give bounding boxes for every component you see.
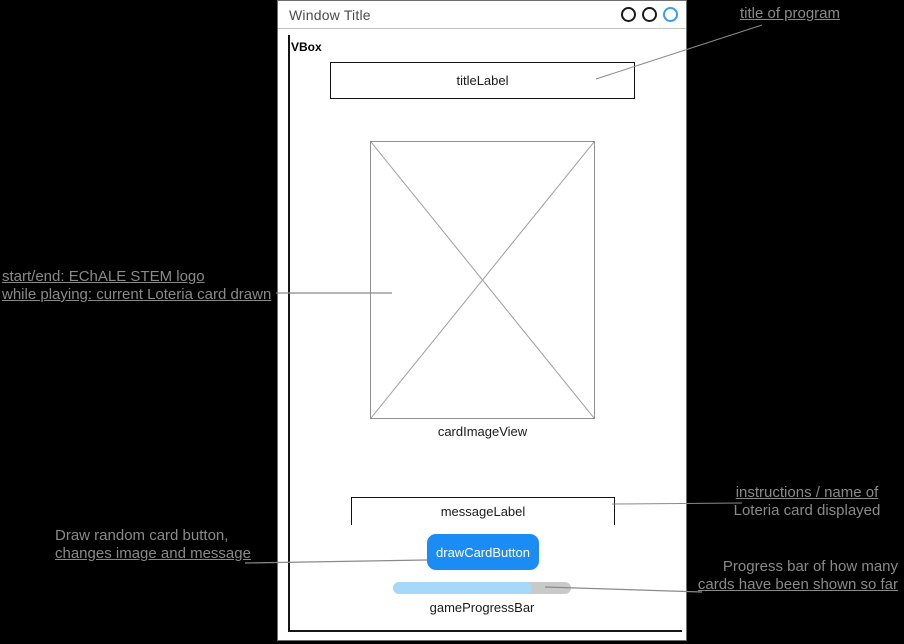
window-control-circle-icon[interactable] xyxy=(642,7,657,22)
title-label-text: titleLabel xyxy=(456,73,509,88)
game-progress-bar xyxy=(393,582,571,594)
message-label-text: messageLabel xyxy=(440,504,526,519)
annotation-image-note: start/end: EChALE STEM logo while playin… xyxy=(2,268,271,304)
annotation-text: instructions / name of xyxy=(735,484,879,501)
annotation-text: Loteria card displayed xyxy=(733,502,881,519)
annotation-text: while playing: current Loteria card draw… xyxy=(2,286,272,303)
title-bar: Window Title xyxy=(278,1,686,29)
app-window: Window Title VBox titleLabel cardImageVi… xyxy=(277,0,687,641)
draw-card-button-label: drawCardButton xyxy=(436,544,530,560)
card-image-view-label: cardImageView xyxy=(437,424,528,439)
annotation-message-note: instructions / name of Loteria card disp… xyxy=(717,484,897,520)
vbox-left-border xyxy=(288,35,290,631)
annotation-text: Draw random card button, xyxy=(55,527,229,544)
game-progress-bar-label: gameProgressBar xyxy=(429,600,535,615)
annotation-progress-note: Progress bar of how many cards have been… xyxy=(693,558,898,594)
card-image-view xyxy=(370,141,595,419)
game-progress-bar-fill xyxy=(393,582,532,594)
window-control-circle-icon[interactable] xyxy=(621,7,636,22)
window-controls xyxy=(621,7,678,22)
annotation-program-title: title of program xyxy=(700,5,880,23)
draw-card-button[interactable]: drawCardButton xyxy=(427,534,539,570)
annotation-text: Progress bar of how many xyxy=(722,558,898,575)
annotation-text: cards have been shown so far xyxy=(697,576,898,593)
annotation-text: start/end: EChALE STEM logo xyxy=(2,268,205,285)
title-label: titleLabel xyxy=(330,62,635,99)
image-placeholder-x-icon xyxy=(371,142,594,418)
window-title: Window Title xyxy=(289,6,371,23)
vbox-bottom-border xyxy=(288,630,682,632)
annotation-button-note: Draw random card button, changes image a… xyxy=(55,527,251,563)
vbox-label: VBox xyxy=(291,40,322,54)
window-control-circle-blue-icon[interactable] xyxy=(663,7,678,22)
annotation-text: changes image and message xyxy=(55,545,251,562)
message-label: messageLabel xyxy=(351,497,615,525)
annotation-text: title of program xyxy=(739,5,841,22)
